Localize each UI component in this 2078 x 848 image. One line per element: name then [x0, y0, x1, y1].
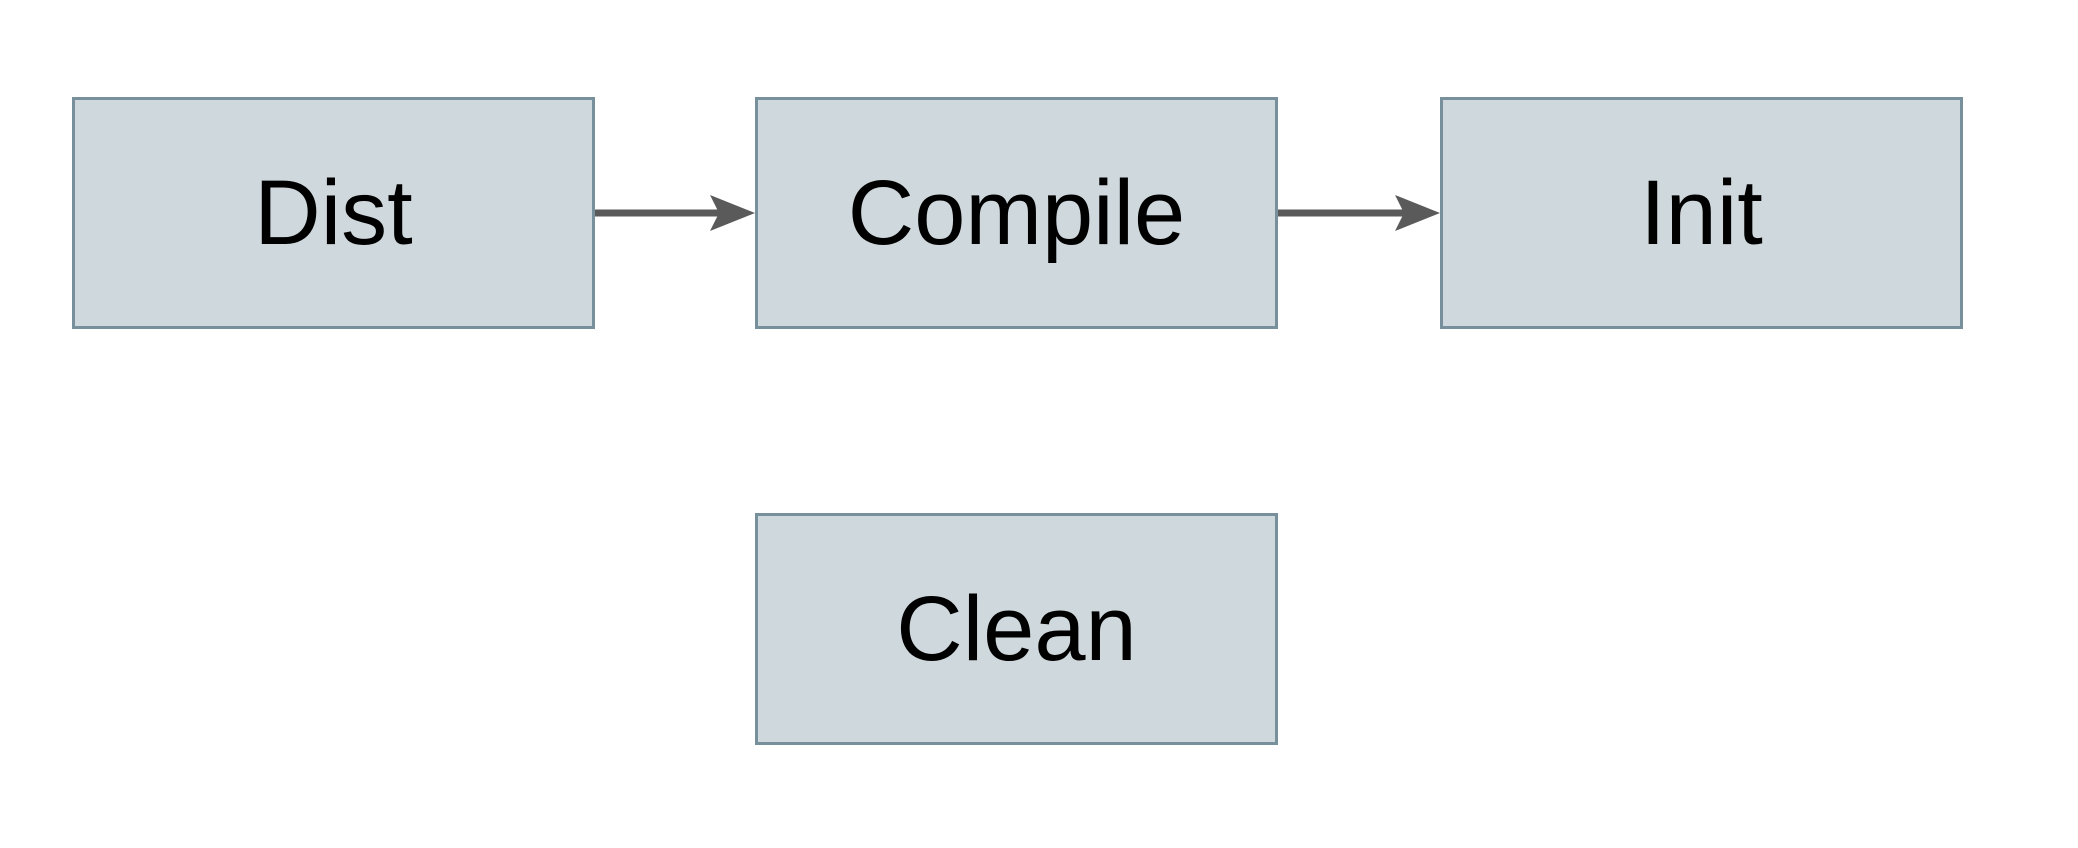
node-init-label: Init [1640, 162, 1763, 264]
node-dist: Dist [72, 97, 595, 329]
node-init: Init [1440, 97, 1963, 329]
node-dist-label: Dist [254, 162, 413, 264]
arrow-head-icon [1395, 195, 1440, 231]
node-clean-label: Clean [896, 578, 1137, 680]
node-clean: Clean [755, 513, 1278, 745]
arrow-head-icon [710, 195, 755, 231]
connector-dist-to-compile-arrow-icon [595, 195, 755, 231]
node-compile: Compile [755, 97, 1278, 329]
connector-compile-to-init-arrow-icon [1278, 195, 1440, 231]
node-compile-label: Compile [847, 162, 1186, 264]
